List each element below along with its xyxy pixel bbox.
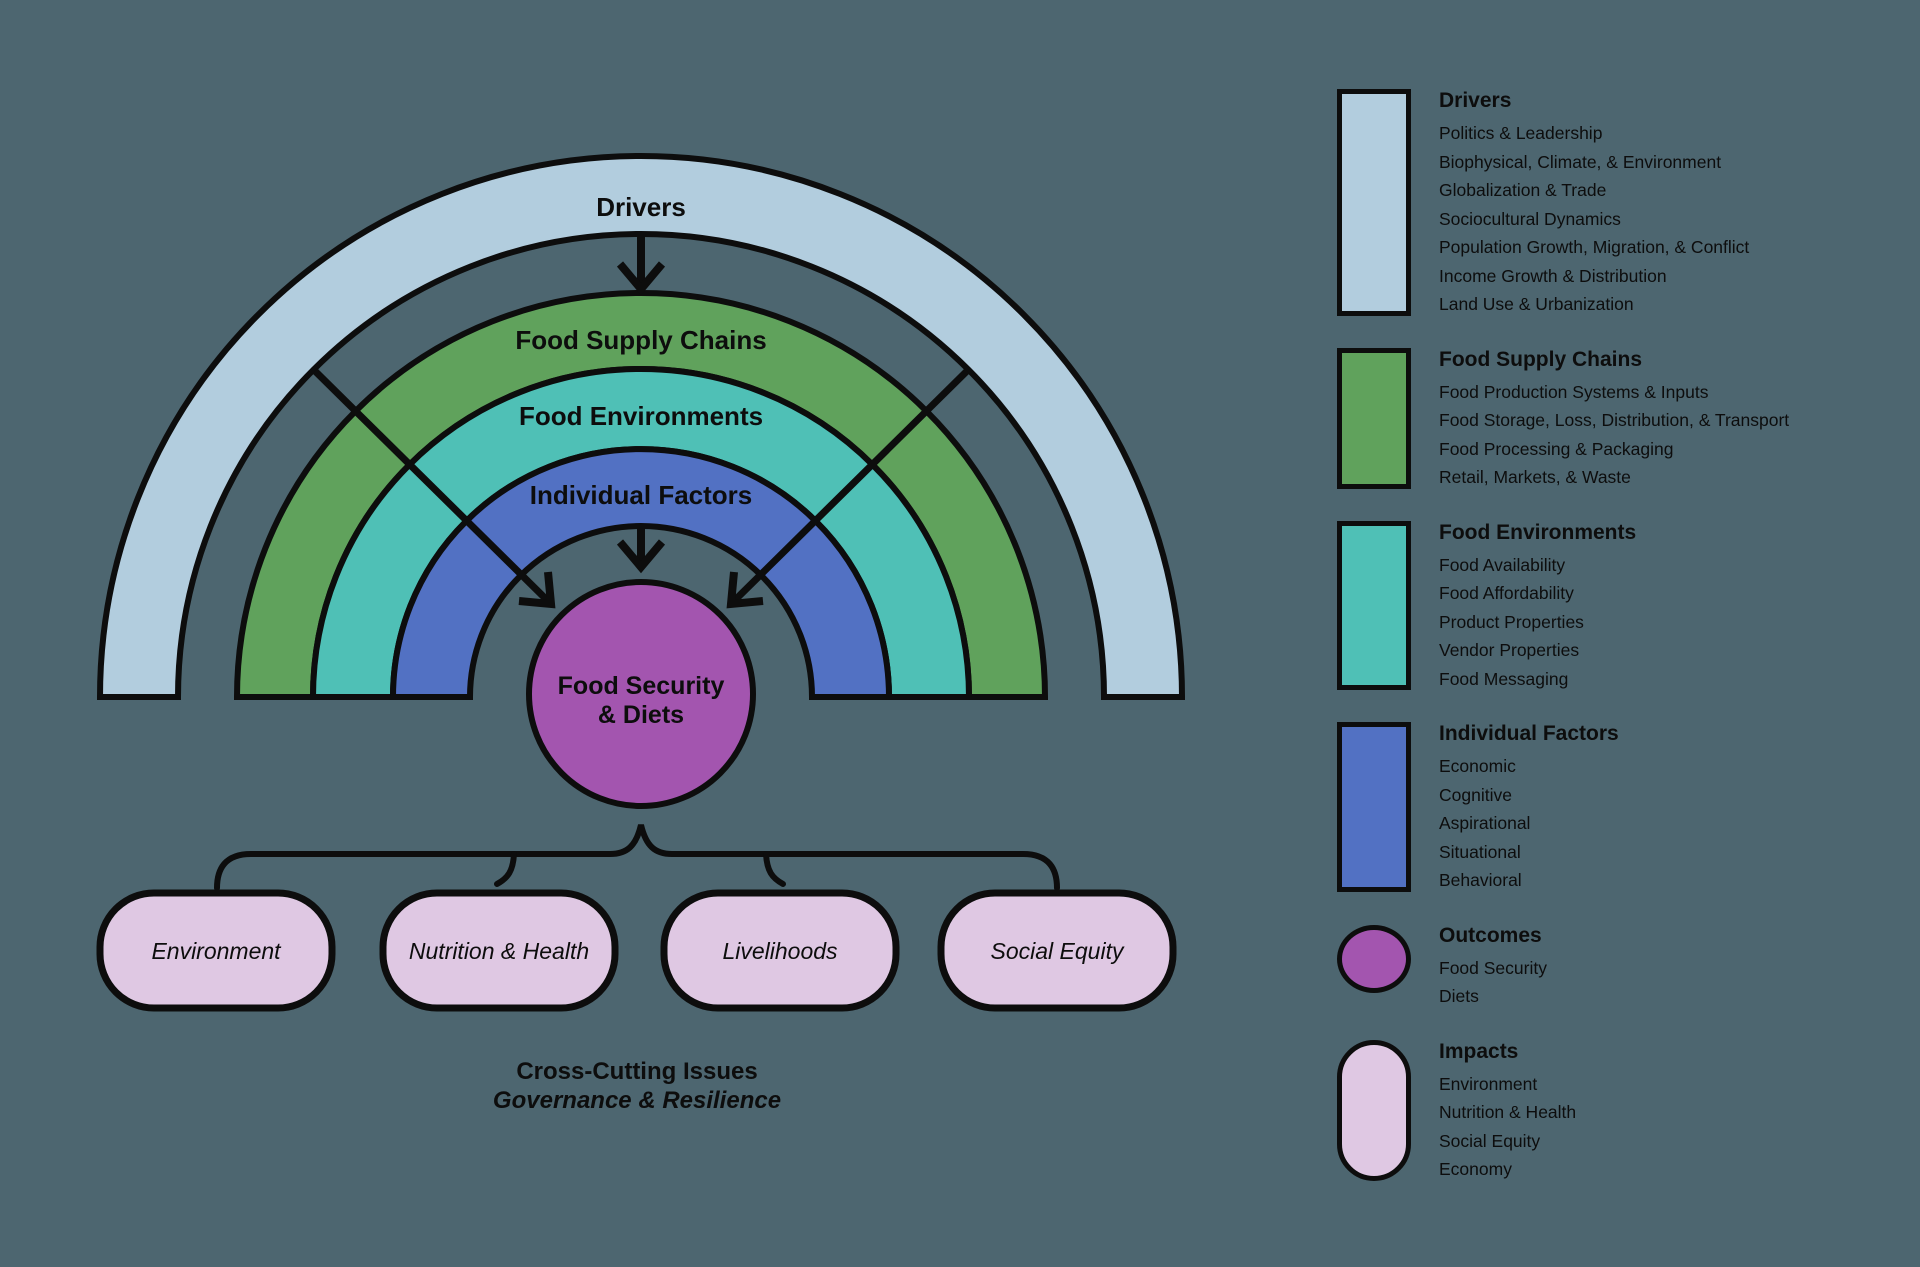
legend-section-impacts: Impacts Environment Nutrition & Health S… xyxy=(1337,1037,1897,1184)
legend-swatch-individual-factors xyxy=(1337,722,1411,892)
legend-title-drivers: Drivers xyxy=(1439,89,1512,112)
legend-item: Cognitive xyxy=(1439,784,1512,805)
band-label-food-supply-chains: Food Supply Chains xyxy=(515,325,766,355)
band-label-drivers: Drivers xyxy=(596,192,686,222)
band-label-individual-factors: Individual Factors xyxy=(530,480,753,510)
legend-item: Globalization & Trade xyxy=(1439,180,1607,200)
legend-item: Biophysical, Climate, & Environment xyxy=(1439,151,1722,172)
legend-item: Situational xyxy=(1439,841,1521,862)
legend-title-individual-factors: Individual Factors xyxy=(1439,722,1619,745)
legend-item: Land Use & Urbanization xyxy=(1439,294,1634,314)
legend-swatch-food-supply-chains xyxy=(1337,347,1411,489)
legend: Drivers Politics & Leadership Biophysica… xyxy=(1337,86,1897,1184)
legend-swatch-impacts xyxy=(1337,1039,1411,1181)
legend-title-food-supply-chains: Food Supply Chains xyxy=(1439,347,1642,371)
legend-section-food-supply-chains: Food Supply Chains Food Production Syste… xyxy=(1337,345,1897,492)
cross-cutting-subtitle: Governance & Resilience xyxy=(493,1087,781,1114)
legend-title-impacts: Impacts xyxy=(1439,1039,1519,1063)
legend-item: Sociocultural Dynamics xyxy=(1439,208,1621,229)
impacts-brace-connector xyxy=(214,824,1060,891)
outcomes-circle-label-line2: & Diets xyxy=(598,701,684,729)
legend-item: Food Messaging xyxy=(1439,668,1569,689)
legend-swatch-outcomes xyxy=(1337,924,1411,993)
legend-item: Politics & Leadership xyxy=(1439,123,1603,143)
legend-item: Food Storage, Loss, Distribution, & Tran… xyxy=(1439,410,1790,430)
legend-item: Nutrition & Health xyxy=(1439,1102,1577,1122)
legend-item: Product Properties xyxy=(1439,611,1584,632)
legend-item: Environment xyxy=(1439,1073,1538,1094)
outcomes-circle xyxy=(526,579,756,809)
legend-item: Food Affordability xyxy=(1439,583,1574,603)
legend-title-food-environments: Food Environments xyxy=(1439,520,1637,544)
legend-item: Behavioral xyxy=(1439,870,1522,890)
legend-item: Retail, Markets, & Waste xyxy=(1439,467,1631,487)
outcomes-circle-label-line1: Food Security xyxy=(558,672,725,700)
legend-item: Food Availability xyxy=(1439,554,1566,575)
legend-item: Food Security xyxy=(1439,957,1547,978)
diagonal-arrow-left xyxy=(312,368,556,609)
legend-section-drivers: Drivers Politics & Leadership Biophysica… xyxy=(1337,86,1897,319)
legend-section-outcomes: Outcomes Food Security Diets xyxy=(1337,921,1897,1011)
svg-text:Social Equity: Social Equity xyxy=(991,938,1125,964)
impact-pill-environment: Environment xyxy=(96,889,336,1012)
legend-item: Income Growth & Distribution xyxy=(1439,265,1667,286)
food-systems-diagram: Drivers Food Supply Chains Food Environm… xyxy=(96,153,1186,1114)
impact-pill-social-equity: Social Equity xyxy=(937,889,1177,1012)
cross-cutting-title: Cross-Cutting Issues xyxy=(516,1058,757,1085)
legend-item: Vendor Properties xyxy=(1439,640,1580,660)
legend-section-individual-factors: Individual Factors Economic Cognitive As… xyxy=(1337,719,1897,895)
legend-item: Economic xyxy=(1439,756,1516,776)
impact-pill-livelihoods: Livelihoods xyxy=(660,889,900,1012)
legend-item: Economy xyxy=(1439,1159,1512,1179)
legend-item: Food Processing & Packaging xyxy=(1439,438,1674,459)
legend-item: Diets xyxy=(1439,986,1479,1006)
svg-text:Nutrition & Health: Nutrition & Health xyxy=(409,938,589,964)
legend-item: Food Production Systems & Inputs xyxy=(1439,381,1709,402)
legend-swatch-drivers xyxy=(1337,89,1411,316)
legend-item: Aspirational xyxy=(1439,813,1531,833)
arrow-drivers-to-supply xyxy=(616,236,666,296)
impact-pill-nutrition-health: Nutrition & Health xyxy=(379,889,619,1012)
legend-item: Population Growth, Migration, & Conflict xyxy=(1439,237,1750,257)
arc-band-individual-factors xyxy=(389,446,893,700)
diagonal-arrow-right xyxy=(726,368,970,609)
legend-title-outcomes: Outcomes xyxy=(1439,923,1542,947)
arc-band-drivers xyxy=(96,153,1186,700)
arrow-individual-to-outcomes xyxy=(616,528,666,574)
legend-item: Social Equity xyxy=(1439,1130,1541,1151)
legend-section-food-environments: Food Environments Food Availability Food… xyxy=(1337,518,1897,694)
band-label-food-environments: Food Environments xyxy=(519,401,763,431)
svg-text:Environment: Environment xyxy=(151,938,282,964)
svg-text:Livelihoods: Livelihoods xyxy=(722,938,838,964)
legend-swatch-food-environments xyxy=(1337,520,1411,690)
